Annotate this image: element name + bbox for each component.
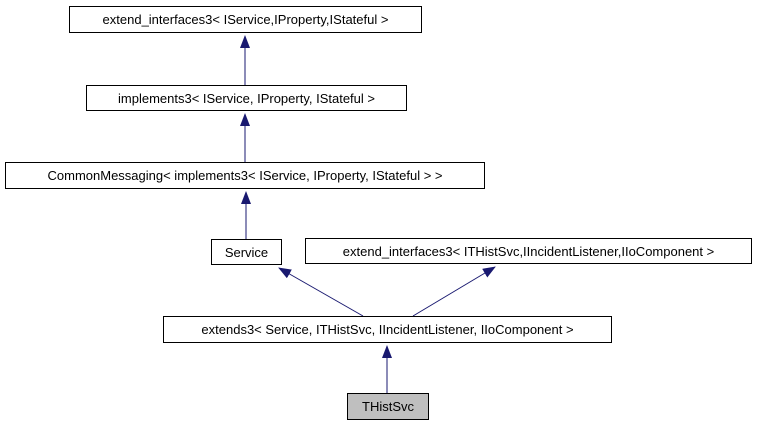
node-extend-interfaces3-iservice[interactable]: extend_interfaces3< IService,IProperty,I… (69, 6, 422, 33)
edge-extends3-to-extend-interfaces3-ithistsvc (412, 266, 496, 317)
node-implements3[interactable]: implements3< IService, IProperty, IState… (86, 85, 407, 111)
node-common-messaging[interactable]: CommonMessaging< implements3< IService, … (5, 162, 485, 189)
edge-extends3-to-service (278, 267, 364, 317)
node-extends3[interactable]: extends3< Service, ITHistSvc, IIncidentL… (163, 316, 612, 343)
node-extend-interfaces3-ithistsvc[interactable]: extend_interfaces3< ITHistSvc,IIncidentL… (305, 238, 752, 264)
node-service[interactable]: Service (211, 239, 282, 265)
node-thistsvc: THistSvc (347, 393, 429, 420)
